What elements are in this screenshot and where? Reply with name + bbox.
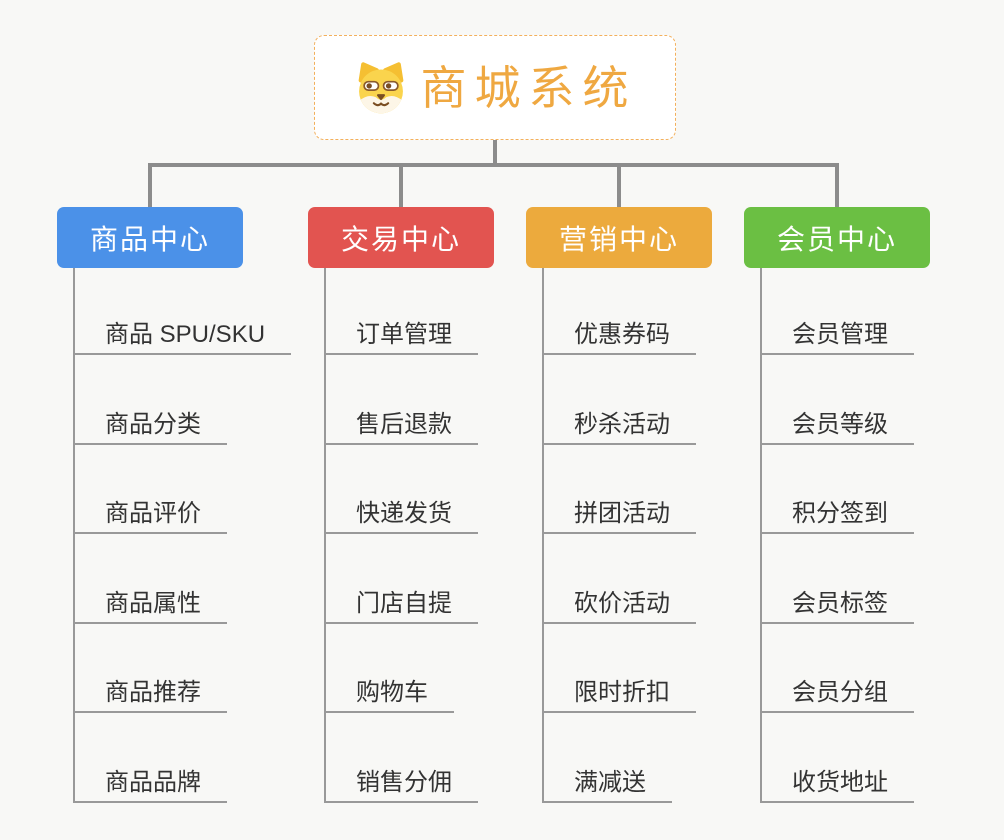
leaf-node[interactable]: 购物车 [324, 669, 454, 713]
leaf-node[interactable]: 砍价活动 [542, 580, 696, 624]
leaf-node[interactable]: 售后退款 [324, 401, 478, 445]
branch-node-3[interactable]: 营销中心 [526, 207, 712, 268]
leaf-node[interactable]: 商品品牌 [73, 759, 227, 803]
leaf-node[interactable]: 限时折扣 [542, 669, 696, 713]
connector-horizontal-bus [148, 163, 839, 167]
branch-rail-4 [760, 268, 762, 802]
connector-drop-3 [617, 165, 621, 208]
leaf-node[interactable]: 会员等级 [760, 401, 914, 445]
leaf-node[interactable]: 收货地址 [760, 759, 914, 803]
branch-rail-2 [324, 268, 326, 802]
leaf-node[interactable]: 商品 SPU/SKU [73, 311, 292, 355]
leaf-node[interactable]: 门店自提 [324, 580, 478, 624]
leaf-node[interactable]: 秒杀活动 [542, 401, 696, 445]
leaf-node[interactable]: 会员分组 [760, 669, 914, 713]
leaf-node[interactable]: 商品属性 [73, 580, 227, 624]
leaf-node[interactable]: 订单管理 [324, 311, 478, 355]
leaf-node[interactable]: 积分签到 [760, 490, 914, 534]
leaf-node[interactable]: 商品评价 [73, 490, 227, 534]
leaf-node[interactable]: 拼团活动 [542, 490, 696, 534]
leaf-node[interactable]: 快递发货 [324, 490, 478, 534]
root-title: 商城系统 [420, 61, 637, 114]
leaf-node[interactable]: 优惠券码 [542, 311, 696, 355]
branch-node-2[interactable]: 交易中心 [308, 207, 494, 268]
branch-node-1[interactable]: 商品中心 [57, 207, 243, 268]
connector-drop-2 [399, 165, 403, 208]
branch-rail-1 [73, 268, 75, 802]
dog-face-icon [358, 61, 403, 113]
connector-drop-4 [835, 165, 839, 208]
leaf-node[interactable]: 会员标签 [760, 580, 914, 624]
branch-rail-3 [542, 268, 544, 802]
branch-node-4[interactable]: 会员中心 [744, 207, 930, 268]
leaf-node[interactable]: 商品分类 [73, 401, 227, 445]
leaf-node[interactable]: 商品推荐 [73, 669, 227, 713]
leaf-node[interactable]: 满减送 [542, 759, 672, 803]
connector-root-stem [493, 139, 497, 165]
root-node[interactable]: 商城系统 [314, 35, 676, 140]
leaf-node[interactable]: 会员管理 [760, 311, 914, 355]
leaf-node[interactable]: 销售分佣 [324, 759, 478, 803]
connector-drop-1 [148, 165, 152, 208]
